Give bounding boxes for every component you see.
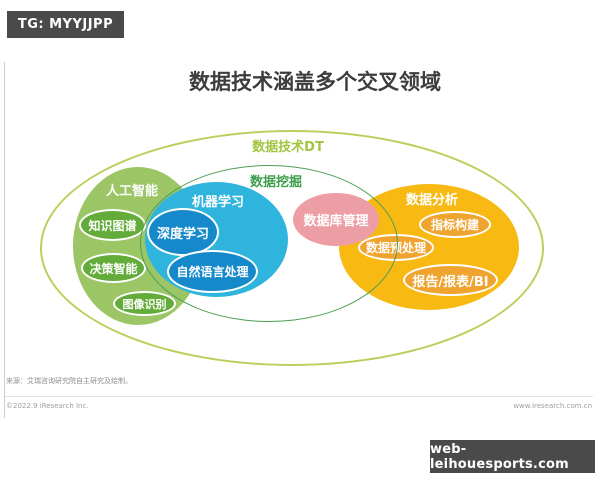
report-bi-pill: 报告/报表/BI	[403, 264, 498, 296]
knowledge-graph-pill: 知识图谱	[79, 209, 146, 241]
source-note: 来源：艾瑞咨询研究院自主研究及绘制。	[6, 377, 132, 385]
website-text: www.iresearch.com.cn	[513, 402, 592, 410]
copyright-text: ©2022.9 iResearch Inc.	[6, 402, 89, 410]
deep-learning-pill: 深度学习	[147, 208, 219, 256]
decision-intelligence-pill: 决策智能	[81, 253, 146, 283]
data-preprocessing-pill: 数据预处理	[358, 234, 434, 261]
nlp-pill: 自然语言处理	[167, 250, 258, 293]
footer-divider-line	[5, 396, 593, 397]
database-management-ellipse: 数据库管理	[293, 193, 379, 246]
page-title: 数据技术涵盖多个交叉领域	[189, 70, 441, 94]
left-border-line	[4, 62, 5, 418]
image-recognition-pill: 图像识别	[113, 291, 176, 316]
site-watermark-badge: web-leihouesports.com	[430, 440, 595, 473]
indicator-construction-pill: 指标构建	[419, 211, 491, 238]
data-technology-outline-ellipse	[40, 130, 544, 366]
tg-watermark-badge: TG: MYYJJPP	[7, 11, 124, 38]
